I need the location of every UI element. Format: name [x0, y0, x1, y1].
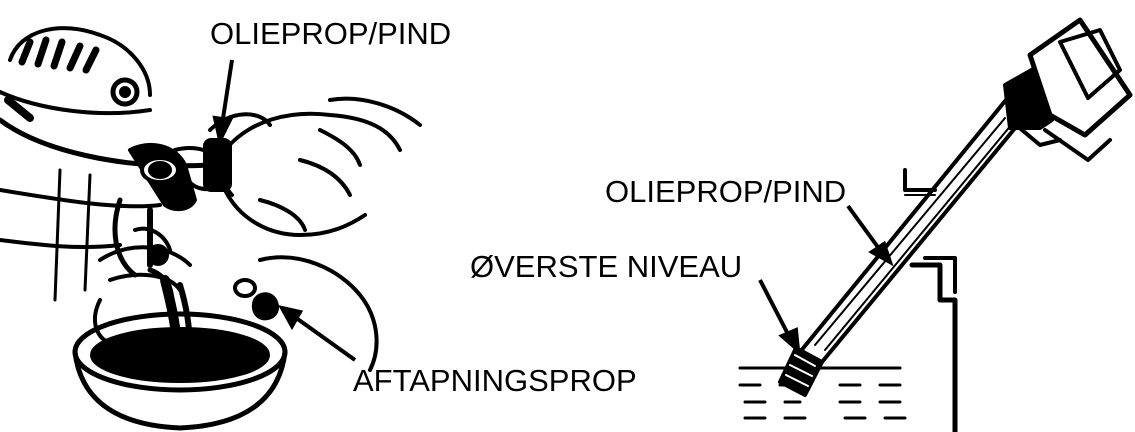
- label-drain-plug: AFTAPNINGSPROP: [353, 363, 637, 398]
- arrow-head-icon: [778, 327, 801, 355]
- dipstick-tip: [778, 346, 824, 397]
- oil-level: [738, 366, 907, 420]
- drain-illustration: [0, 26, 422, 431]
- dipstick-shaft: [798, 93, 1032, 364]
- engine-cover: [0, 26, 213, 302]
- label-right-dipstick: OLIEPROP/PIND: [605, 174, 846, 209]
- right-hand: [208, 96, 422, 237]
- left-leaders: [212, 59, 357, 362]
- filler-neck: [128, 138, 232, 212]
- arrow-head-icon: [212, 115, 234, 146]
- dipstick-cap: [1003, 17, 1133, 162]
- right-leaders: [758, 204, 894, 355]
- label-left-dipstick: OLIEPROP/PIND: [210, 16, 451, 51]
- drain-plug-part: [233, 278, 279, 321]
- dipstick-illustration: [738, 17, 1133, 432]
- drain-pan: [72, 311, 288, 431]
- label-upper-level: ØVERSTE NIVEAU: [470, 249, 742, 284]
- arrow-head-icon: [278, 305, 304, 331]
- arrow-head-icon: [868, 240, 894, 267]
